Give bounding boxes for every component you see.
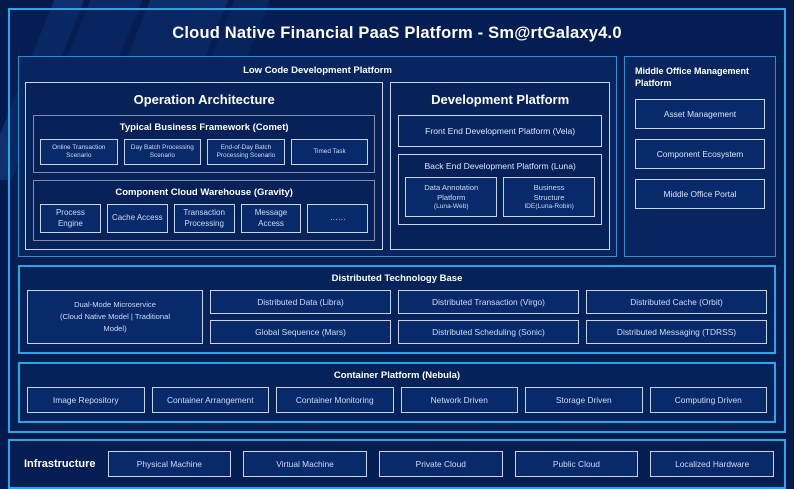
development-platform-group: Development Platform Front End Developme…	[390, 82, 610, 251]
chip-container-monitoring[interactable]: Container Monitoring	[276, 387, 394, 414]
chip-end-of-day-batch-processing-scenario[interactable]: End-of-Day Batch Processing Scenario	[207, 139, 285, 165]
dual-mode-line-3: Model)	[103, 323, 127, 333]
chip-message-access[interactable]: Message Access	[240, 204, 302, 234]
operation-architecture-title: Operation Architecture	[133, 92, 275, 107]
chip-more-ellipsis[interactable]: ……	[307, 204, 369, 234]
infrastructure-label: Infrastructure	[24, 458, 96, 471]
chip-transaction-processing[interactable]: Transaction Processing	[173, 204, 235, 234]
chip-line-3: (Luna-Web)	[433, 202, 469, 210]
chip-line-3: IDE(Luna-Robin)	[524, 202, 574, 210]
chip-line-2: Platform	[437, 192, 466, 202]
typical-business-framework-title: Typical Business Framework (Comet)	[119, 122, 289, 133]
infrastructure-panel: Infrastructure Physical Machine Virtual …	[8, 439, 786, 489]
platform-panel: Cloud Native Financial PaaS Platform - S…	[8, 8, 786, 434]
back-end-items: Data Annotation Platform (Luna-Web) Busi…	[405, 177, 595, 217]
low-code-title: Low Code Development Platform	[243, 65, 392, 76]
chip-network-driven[interactable]: Network Driven	[400, 387, 518, 414]
chip-public-cloud[interactable]: Public Cloud	[514, 451, 639, 478]
development-platform-title: Development Platform	[431, 92, 570, 107]
chip-storage-driven[interactable]: Storage Driven	[525, 387, 643, 414]
chip-line-1: Data Annotation	[424, 182, 479, 192]
component-cloud-warehouse-items: Process Engine Cache Access Transaction …	[40, 204, 369, 234]
dual-mode-line-2: (Cloud Native Model | Traditional	[59, 312, 171, 322]
low-code-development-platform: Low Code Development Platform Operation …	[18, 56, 617, 258]
distributed-technology-base-chips: Distributed Data (Libra) Distributed Tra…	[210, 290, 767, 345]
container-platform-panel: Container Platform (Nebula) Image Reposi…	[18, 362, 776, 424]
container-platform-title: Container Platform (Nebula)	[333, 370, 461, 382]
chip-cache-access[interactable]: Cache Access	[106, 204, 168, 234]
chip-private-cloud[interactable]: Private Cloud	[378, 451, 503, 478]
back-end-development-platform-title: Back End Development Platform (Luna)	[424, 161, 576, 171]
chip-localized-hardware[interactable]: Localized Hardware	[650, 451, 774, 478]
container-platform-items: Image Repository Container Arrangement C…	[27, 387, 767, 414]
middle-office-management-platform: Middle Office Management Platform Asset …	[624, 56, 776, 258]
chip-virtual-machine[interactable]: Virtual Machine	[243, 451, 367, 478]
distributed-row-1: Distributed Data (Libra) Distributed Tra…	[210, 290, 767, 315]
top-region: Low Code Development Platform Operation …	[10, 56, 784, 265]
dual-mode-line-1: Dual-Mode Microservice	[74, 300, 156, 310]
typical-business-framework-group: Typical Business Framework (Comet) Onlin…	[33, 115, 376, 173]
chip-process-engine[interactable]: Process Engine	[40, 204, 101, 234]
chip-physical-machine[interactable]: Physical Machine	[107, 451, 232, 478]
chip-middle-office-portal[interactable]: Middle Office Portal	[635, 179, 765, 210]
chip-online-transaction-scenario[interactable]: Online Transaction Scenario	[40, 139, 118, 165]
chip-container-arrangement[interactable]: Container Arrangement	[151, 387, 269, 414]
component-cloud-warehouse-group: Component Cloud Warehouse (Gravity) Proc…	[33, 180, 376, 242]
chip-distributed-messaging[interactable]: Distributed Messaging (TDRSS)	[586, 320, 767, 345]
typical-business-framework-items: Online Transaction Scenario Day Batch Pr…	[40, 139, 369, 165]
chip-line-1: Business	[533, 182, 565, 192]
chip-data-annotation-platform[interactable]: Data Annotation Platform (Luna-Web)	[405, 177, 498, 217]
chip-asset-management[interactable]: Asset Management	[635, 99, 765, 130]
chip-computing-driven[interactable]: Computing Driven	[649, 387, 767, 414]
distributed-row-2: Global Sequence (Mars) Distributed Sched…	[210, 320, 767, 345]
chip-image-repository[interactable]: Image Repository	[27, 387, 145, 414]
chip-distributed-data[interactable]: Distributed Data (Libra)	[210, 290, 391, 315]
chip-global-sequence[interactable]: Global Sequence (Mars)	[210, 320, 391, 345]
chip-distributed-cache[interactable]: Distributed Cache (Orbit)	[586, 290, 767, 315]
back-end-development-platform-group: Back End Development Platform (Luna) Dat…	[398, 154, 602, 225]
infrastructure-items: Physical Machine Virtual Machine Private…	[107, 451, 774, 478]
chip-component-ecosystem[interactable]: Component Ecosystem	[635, 139, 765, 170]
chip-timed-task[interactable]: Timed Task	[290, 139, 369, 165]
component-cloud-warehouse-title: Component Cloud Warehouse (Gravity)	[115, 187, 293, 198]
chip-distributed-scheduling[interactable]: Distributed Scheduling (Sonic)	[398, 320, 579, 345]
operation-architecture-group: Operation Architecture Typical Business …	[25, 82, 384, 251]
chip-line-2: Structure	[533, 192, 565, 202]
chip-business-structure-ide[interactable]: Business Structure IDE(Luna-Robin)	[503, 177, 595, 217]
middle-office-title: Middle Office Management Platform	[635, 66, 750, 89]
distributed-technology-base-panel: Distributed Technology Base Dual-Mode Mi…	[18, 265, 776, 355]
distributed-technology-base-title: Distributed Technology Base	[331, 273, 463, 285]
page-title: Cloud Native Financial PaaS Platform - S…	[172, 24, 622, 42]
chip-dual-mode-microservice[interactable]: Dual-Mode Microservice (Cloud Native Mod…	[27, 290, 203, 345]
chip-distributed-transaction[interactable]: Distributed Transaction (Virgo)	[398, 290, 579, 315]
distributed-technology-base-body: Dual-Mode Microservice (Cloud Native Mod…	[27, 290, 767, 345]
chip-day-batch-processing-scenario[interactable]: Day Batch Processing Scenario	[123, 139, 202, 165]
low-code-columns: Operation Architecture Typical Business …	[25, 82, 610, 251]
front-end-development-platform[interactable]: Front End Development Platform (Vela)	[398, 115, 602, 147]
